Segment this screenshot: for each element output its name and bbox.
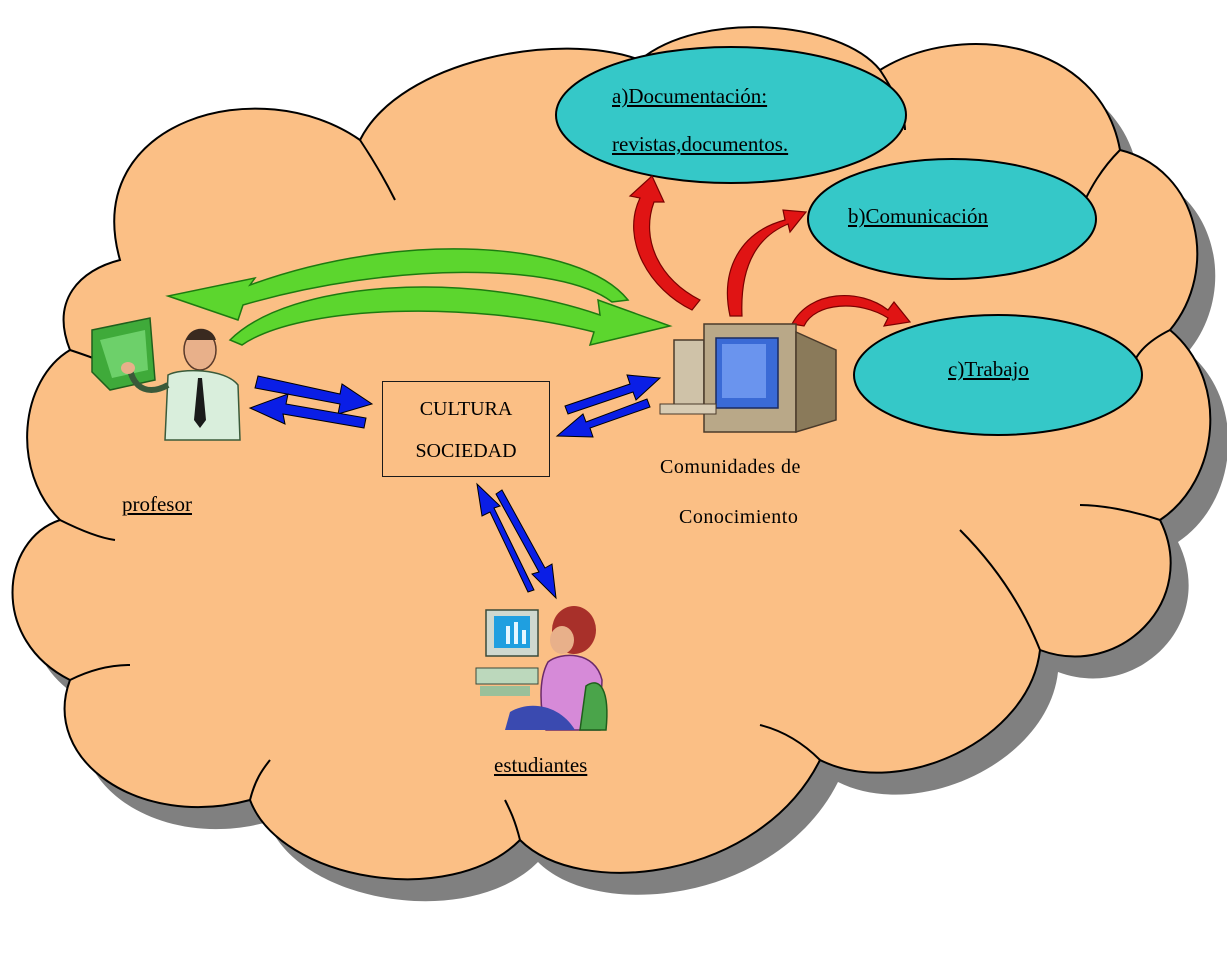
red-arrow-to-comunicacion (726, 209, 808, 317)
blue-arrow-comunidades-to-cultura (555, 398, 651, 438)
green-arrow-to-profesor (165, 248, 630, 321)
blue-arrow-cultura-to-estudiantes (495, 489, 557, 600)
comunicacion-label: b)Comunicación (848, 204, 988, 228)
computer-clipart-icon (659, 323, 837, 434)
documentacion-label-line1: a)Documentación: (612, 84, 768, 108)
green-arrow-to-comunidades (228, 286, 673, 347)
trabajo-label: c)Trabajo (948, 357, 1029, 381)
cultura-sociedad-box: CULTURA SOCIEDAD (382, 381, 550, 477)
comunidades-label-line1: Comunidades de (660, 456, 801, 478)
oval-comunicacion (807, 158, 1097, 280)
red-arrow-to-trabajo (791, 294, 912, 327)
blue-arrow-estudiantes-to-cultura (476, 482, 535, 593)
comunidades-label-line2: Conocimiento (679, 506, 799, 528)
student-at-computer-icon (475, 606, 608, 731)
blue-arrow-profesor-to-cultura (254, 375, 374, 415)
teacher-clipart-icon (91, 317, 241, 441)
oval-trabajo (853, 314, 1143, 436)
estudiantes-label: estudiantes (494, 753, 588, 777)
profesor-label: profesor (122, 492, 192, 516)
blue-arrow-cultura-to-profesor (248, 393, 367, 429)
sociedad-label: SOCIEDAD (415, 440, 517, 462)
blue-arrow-cultura-to-comunidades (564, 374, 662, 415)
red-arrow-to-documentacion (628, 175, 701, 311)
oval-documentacion (555, 46, 907, 184)
cultura-label: CULTURA (419, 398, 513, 420)
documentacion-label-line2: revistas,documentos. (612, 132, 789, 156)
